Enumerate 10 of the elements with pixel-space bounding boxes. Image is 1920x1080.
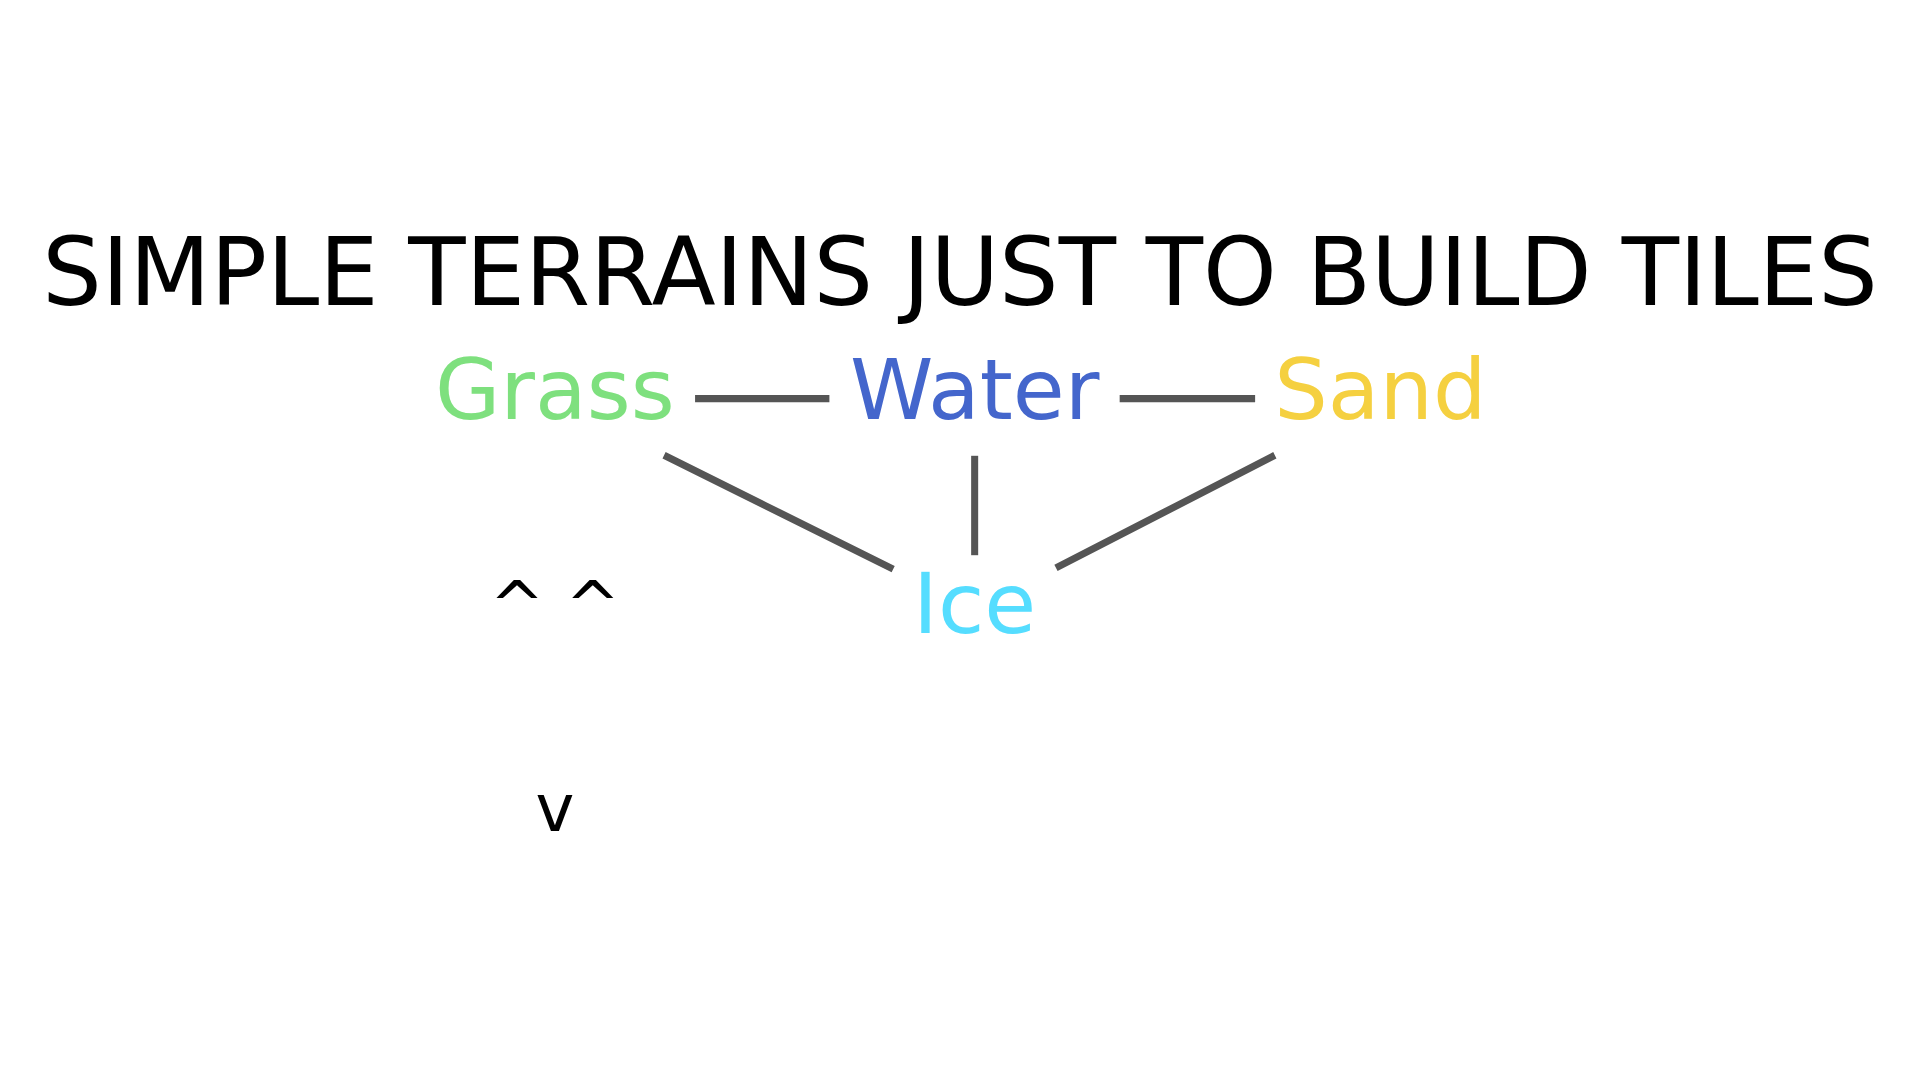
label: v (535, 769, 575, 846)
connector (1119, 394, 1256, 402)
node-text: Water (849, 340, 1100, 439)
connector (1054, 451, 1277, 571)
connector (662, 451, 895, 572)
diagram-title: SIMPLE TERRAINS JUST TO BUILD TILES (42, 217, 1878, 327)
label: ^ ^ (489, 566, 621, 643)
node-text: Grass (434, 340, 675, 439)
node-text: Sand (1274, 340, 1487, 439)
node-text: Ice (913, 554, 1037, 653)
